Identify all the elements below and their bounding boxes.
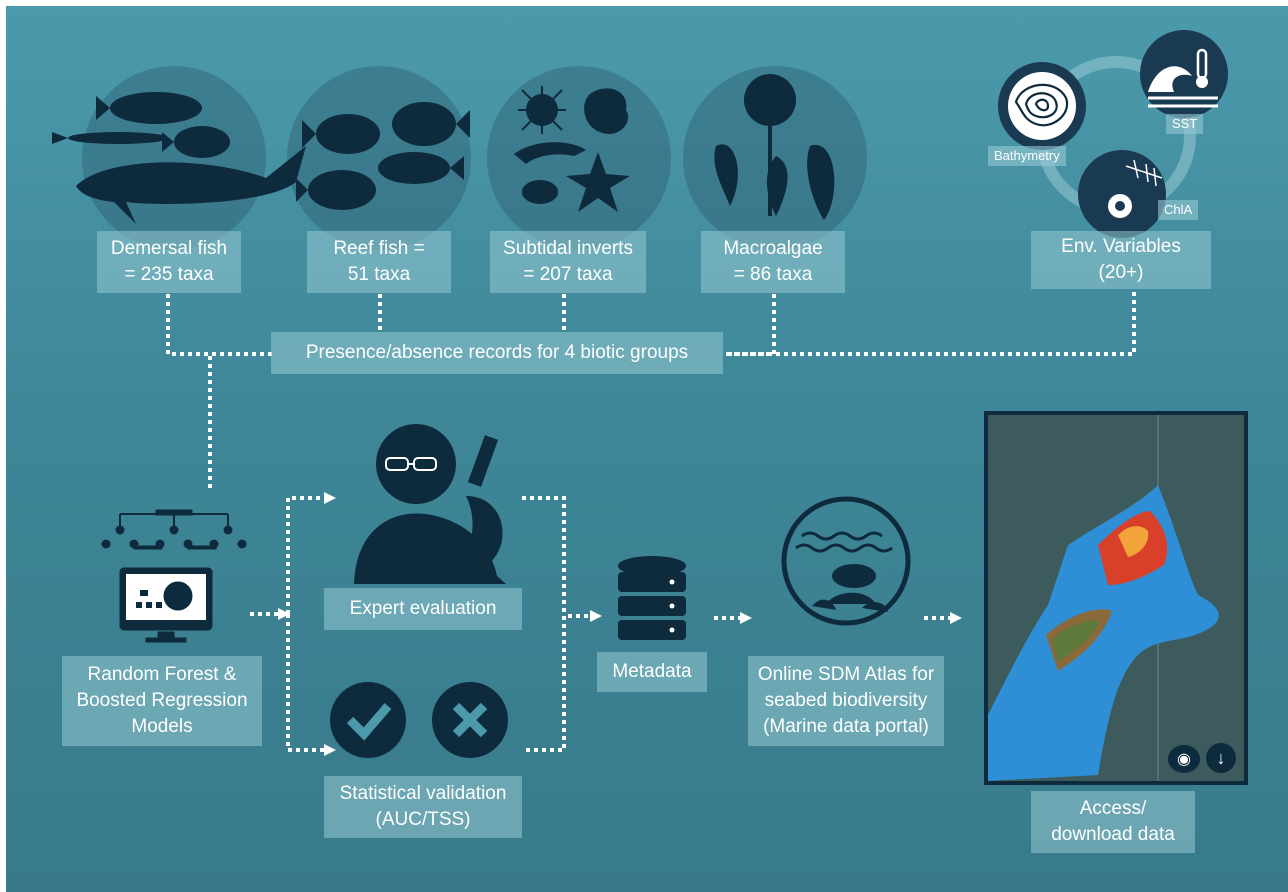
expert-evaluation-box: Expert evaluation bbox=[324, 588, 522, 630]
check-bg bbox=[330, 682, 406, 758]
nz-sdm-map[interactable]: ◉ ↓ bbox=[984, 411, 1248, 785]
sst-label: SST bbox=[1166, 114, 1204, 134]
arrowheads bbox=[278, 492, 962, 756]
macroalgae-box: Macroalgae= 86 taxa bbox=[701, 231, 845, 293]
bathymetry-contours bbox=[1014, 83, 1069, 127]
map-graphic bbox=[988, 415, 1244, 781]
macroalgae-silhouettes bbox=[714, 74, 835, 220]
scientist-microscope-silhouette bbox=[354, 424, 506, 584]
wave-icon bbox=[1148, 66, 1192, 92]
atlas-globe-icon bbox=[781, 496, 911, 626]
top-connectors bbox=[166, 292, 1136, 492]
reef-fish-box: Reef fish =51 taxa bbox=[307, 231, 451, 293]
demersal-fish-box: Demersal fish= 235 taxa bbox=[97, 231, 241, 293]
env-variables-box: Env. Variables(20+) bbox=[1031, 231, 1211, 289]
chla-label: ChlA bbox=[1158, 200, 1199, 220]
bathymetry-label: Bathymetry bbox=[988, 146, 1066, 166]
flow-connectors bbox=[250, 496, 950, 752]
metadata-box: Metadata bbox=[597, 652, 707, 692]
cross-icon bbox=[452, 702, 488, 738]
view-eye-icon[interactable]: ◉ bbox=[1168, 745, 1200, 773]
check-icon bbox=[346, 703, 392, 741]
demersal-fish-silhouettes bbox=[52, 92, 306, 224]
reef-fish-silhouettes bbox=[296, 102, 470, 210]
diagram-graphics bbox=[52, 30, 1228, 758]
subtidal-inverts-box: Subtidal inverts= 207 taxa bbox=[490, 231, 646, 293]
inverts-circle bbox=[487, 66, 671, 250]
random-forest-icon bbox=[101, 509, 247, 643]
chla-bg bbox=[1078, 150, 1166, 238]
invertebrate-silhouettes bbox=[514, 86, 630, 212]
statistical-validation-box: Statistical validation(AUC/TSS) bbox=[324, 776, 522, 838]
wave-lines bbox=[1148, 96, 1218, 108]
atlas-waves bbox=[795, 531, 893, 553]
presence-absence-box: Presence/absence records for 4 biotic gr… bbox=[271, 332, 723, 374]
access-download-box: Access/download data bbox=[1031, 791, 1195, 853]
download-arrow-icon[interactable]: ↓ bbox=[1206, 743, 1236, 773]
diagram-canvas: Bathymetry SST ChlA Demersal fish= 235 t… bbox=[6, 6, 1288, 892]
database-icon bbox=[618, 556, 686, 640]
glasses-icon bbox=[385, 457, 437, 471]
phytoplankton-icon bbox=[1125, 159, 1163, 187]
atlas-lobster-icon bbox=[812, 564, 888, 612]
